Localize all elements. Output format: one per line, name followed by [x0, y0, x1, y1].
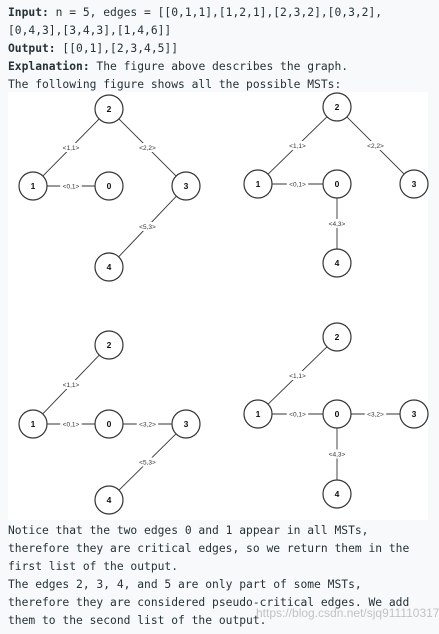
svg-text:<0,1>: <0,1>: [63, 183, 80, 190]
explanation-text: The figure above describes the graph.: [89, 60, 349, 73]
svg-text:4: 4: [107, 495, 112, 505]
svg-text:0: 0: [335, 409, 340, 419]
node-4: 4: [322, 248, 352, 278]
svg-text:<4,3>: <4,3>: [329, 221, 346, 228]
node-4: 4: [94, 252, 124, 282]
edge-label: <1,1>: [60, 143, 82, 152]
node-0: 0: [322, 399, 352, 429]
node-2: 2: [94, 330, 124, 360]
svg-text:3: 3: [412, 179, 417, 189]
critical-notice: Notice that the two edges 0 and 1 appear…: [8, 524, 417, 573]
svg-text:<3,2>: <3,2>: [139, 421, 156, 428]
edge-label: <3,2>: [364, 409, 387, 419]
node-1: 1: [243, 399, 273, 429]
mst-diagram-1: <1,1> <2,2> <0,1> <5,3> 2 1 0 3 4: [18, 94, 201, 282]
node-4: 4: [322, 479, 352, 509]
svg-text:<5,3>: <5,3>: [139, 459, 156, 466]
node-2: 2: [94, 94, 124, 124]
svg-text:<0,1>: <0,1>: [289, 181, 306, 188]
edge-label: <4,3>: [326, 219, 348, 228]
svg-text:2: 2: [107, 104, 112, 114]
mst-diagram-4: <1,1> <0,1> <3,2> <4,3> 2 1 0 3 4: [243, 322, 429, 509]
svg-text:3: 3: [412, 409, 417, 419]
node-1: 1: [18, 409, 48, 439]
node-3: 3: [171, 171, 201, 201]
svg-text:<3,2>: <3,2>: [367, 411, 384, 418]
node-0: 0: [322, 169, 352, 199]
node-3: 3: [171, 409, 201, 439]
svg-text:1: 1: [31, 419, 36, 429]
svg-text:<4,3>: <4,3>: [329, 451, 346, 458]
svg-text:4: 4: [335, 258, 340, 268]
svg-text:3: 3: [184, 419, 189, 429]
svg-text:1: 1: [31, 181, 36, 191]
edge-label: <1,1>: [286, 371, 309, 380]
edge-label: <0,1>: [60, 419, 82, 429]
node-3: 3: [399, 169, 429, 199]
edge-label: <0,1>: [286, 409, 309, 419]
svg-text:<0,1>: <0,1>: [63, 421, 80, 428]
svg-text:<5,3>: <5,3>: [139, 224, 156, 231]
figure-note: The following figure shows all the possi…: [8, 78, 342, 91]
svg-text:3: 3: [184, 181, 189, 191]
svg-text:2: 2: [335, 102, 340, 112]
node-3: 3: [399, 399, 429, 429]
edge-label: <2,2>: [364, 141, 387, 150]
svg-text:4: 4: [107, 262, 112, 272]
node-0: 0: [94, 409, 124, 439]
edge-label: <0,1>: [60, 181, 82, 191]
node-2: 2: [322, 322, 352, 352]
input-label: Input:: [8, 6, 49, 19]
edge-label: <3,2>: [136, 419, 159, 429]
node-2: 2: [322, 92, 352, 122]
edge-label: <2,2>: [136, 143, 159, 152]
mst-diagram-2: <1,1> <2,2> <0,1> <4,3> 2 1 0 3 4: [243, 92, 429, 278]
output-value: [[0,1],[2,3,4,5]]: [55, 42, 179, 55]
pseudo-critical-notice: The edges 2, 3, 4, and 5 are only part o…: [8, 578, 417, 627]
mst-diagrams-svg: <1,1> <2,2> <0,1> <5,3> 2 1 0 3 4 <1,1> <2,2> <0,1>…: [18, 92, 429, 515]
svg-text:<1,1>: <1,1>: [63, 145, 80, 152]
edge-label: <1,1>: [60, 380, 82, 389]
explanation-label: Explanation:: [8, 60, 90, 73]
input-value: n = 5, edges = [[0,1,1],[1,2,1],[2,3,2],…: [8, 6, 383, 37]
edge-label: <5,3>: [136, 457, 159, 467]
mst-figure: <1,1> <2,2> <0,1> <5,3> 2 1 0 3 4 <1,1> <2,2> <0,1>…: [8, 92, 429, 520]
svg-text:2: 2: [335, 332, 340, 342]
svg-text:0: 0: [107, 419, 112, 429]
svg-text:<1,1>: <1,1>: [63, 382, 80, 389]
output-label: Output:: [8, 42, 56, 55]
svg-text:<0,1>: <0,1>: [289, 411, 306, 418]
svg-text:4: 4: [335, 489, 340, 499]
svg-text:0: 0: [335, 179, 340, 189]
problem-example: Input: n = 5, edges = [[0,1,1],[1,2,1],[…: [8, 4, 429, 94]
svg-text:<1,1>: <1,1>: [289, 373, 306, 380]
svg-text:<2,2>: <2,2>: [139, 145, 156, 152]
node-4: 4: [94, 485, 124, 515]
svg-text:2: 2: [107, 340, 112, 350]
edge-label: <4,3>: [326, 449, 348, 459]
svg-text:0: 0: [107, 181, 112, 191]
node-1: 1: [243, 169, 273, 199]
explanation-footer: Notice that the two edges 0 and 1 appear…: [8, 522, 429, 630]
node-0: 0: [94, 171, 124, 201]
svg-text:<1,1>: <1,1>: [289, 143, 306, 150]
svg-text:1: 1: [256, 409, 261, 419]
edge-label: <0,1>: [286, 179, 309, 189]
svg-text:1: 1: [256, 179, 261, 189]
node-1: 1: [18, 171, 48, 201]
edge-label: <1,1>: [286, 141, 309, 150]
edge-label: <5,3>: [136, 222, 159, 231]
svg-text:<2,2>: <2,2>: [367, 143, 384, 150]
mst-diagram-3: <1,1> <0,1> <3,2> <5,3> 2 1 0 3 4: [18, 330, 201, 515]
watermark: https://blog.csdn.net/sjq911110317: [256, 606, 439, 620]
